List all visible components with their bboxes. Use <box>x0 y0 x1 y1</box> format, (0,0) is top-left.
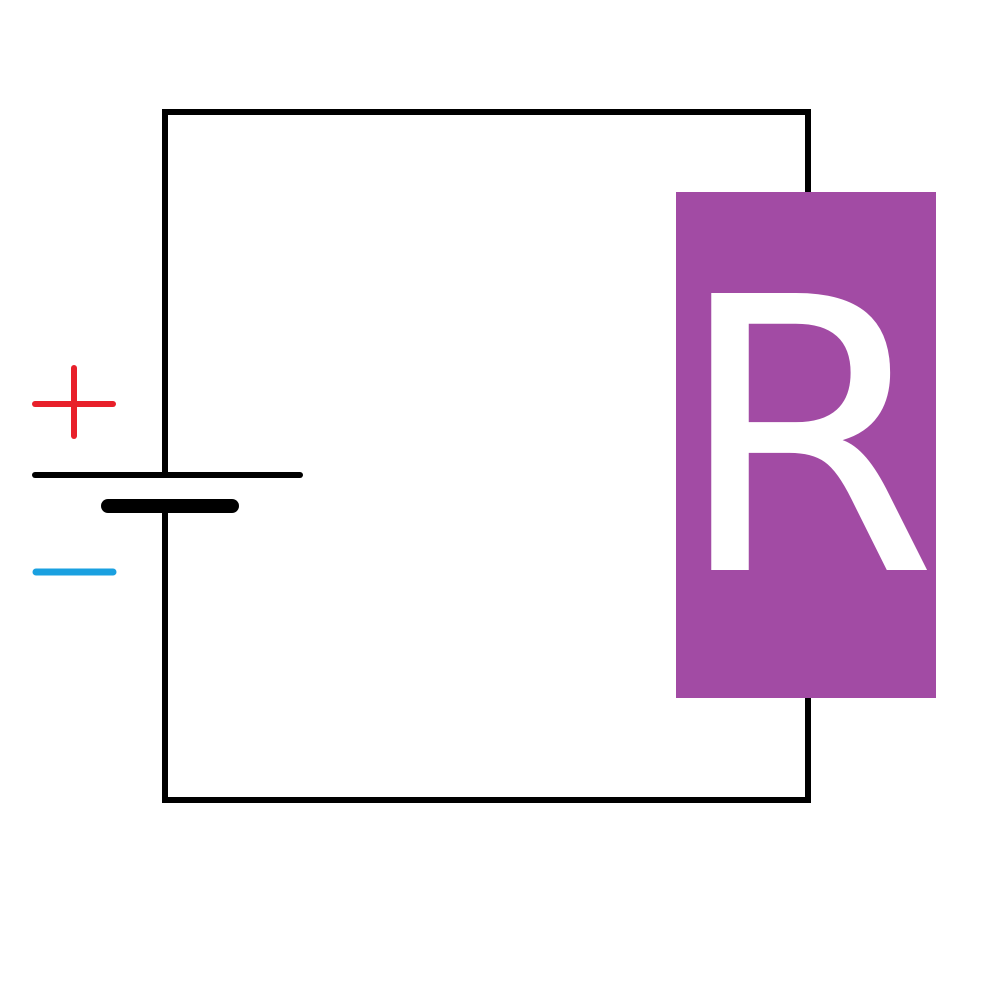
resistor-body <box>676 192 936 698</box>
plus-sign-icon <box>32 365 116 439</box>
resistor-label: R <box>674 217 938 660</box>
